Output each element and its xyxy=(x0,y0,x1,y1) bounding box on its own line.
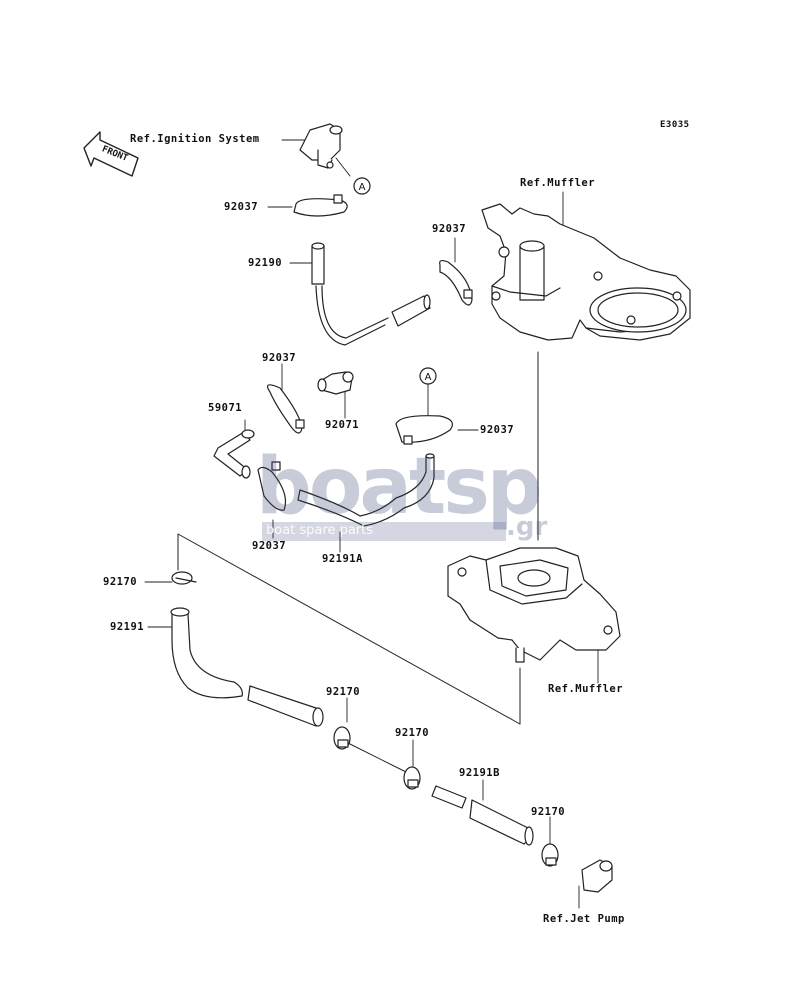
diagram-code: E3035 xyxy=(660,120,690,130)
hose-clamp-icon xyxy=(542,844,558,866)
clamp-icon xyxy=(396,416,452,444)
hose-icon xyxy=(432,786,533,845)
clamp-icon xyxy=(440,261,472,305)
watermark-logo: boatsp xyxy=(256,442,543,532)
watermark-bar xyxy=(262,522,506,541)
marker-a-circle-1 xyxy=(354,178,370,194)
part-number-label: 92191A xyxy=(322,553,363,565)
hose-icon xyxy=(258,454,434,526)
hose-icon xyxy=(171,608,323,726)
jet-pump-elbow-icon xyxy=(582,860,612,892)
part-number-label: 92170 xyxy=(103,576,138,588)
hose-clamp-icon xyxy=(334,727,350,749)
ref-ignition-label: Ref.Ignition System xyxy=(130,133,260,145)
ref-muffler-top-label: Ref.Muffler xyxy=(520,177,596,189)
part-number-label: 92191 xyxy=(110,621,145,633)
part-number-label: 92170 xyxy=(531,806,566,818)
watermark-tagline: boat spare parts xyxy=(266,523,374,538)
fuel-valve-icon xyxy=(300,124,342,168)
clamp-icon xyxy=(294,195,347,216)
part-number-label: 92071 xyxy=(325,419,360,431)
marker-a-label: A xyxy=(425,372,432,383)
part-number-label: 92037 xyxy=(480,424,515,436)
connection-lines xyxy=(178,352,538,774)
part-number-label: 92170 xyxy=(326,686,361,698)
muffler-top-icon xyxy=(482,204,690,340)
front-arrow-icon xyxy=(84,132,138,176)
elbow-fitting-icon xyxy=(214,430,254,478)
part-number-label: 92170 xyxy=(395,727,430,739)
part-number-label: 59071 xyxy=(208,402,243,414)
muffler-bottom-icon xyxy=(448,548,620,662)
watermark-domain: .gr xyxy=(506,512,548,542)
marker-a-circle-2 xyxy=(420,368,436,384)
hose-icon xyxy=(312,243,430,345)
leader-lines xyxy=(145,140,598,908)
part-number-label: 92037 xyxy=(224,201,259,213)
check-valve-icon xyxy=(318,372,353,394)
part-number-label: 92191B xyxy=(459,767,500,779)
part-number-label: 92037 xyxy=(262,352,297,364)
hose-clamp-icon xyxy=(404,767,420,789)
part-number-label: 92037 xyxy=(252,540,287,552)
clamp-icon xyxy=(268,385,304,433)
ref-muffler-bottom-label: Ref.Muffler xyxy=(548,683,624,695)
part-number-label: 92037 xyxy=(432,223,467,235)
part-number-label: 92190 xyxy=(248,257,283,269)
marker-a-label: A xyxy=(359,182,366,193)
hose-clamp-icon xyxy=(172,572,196,584)
ref-jet-pump-label: Ref.Jet Pump xyxy=(543,913,625,925)
